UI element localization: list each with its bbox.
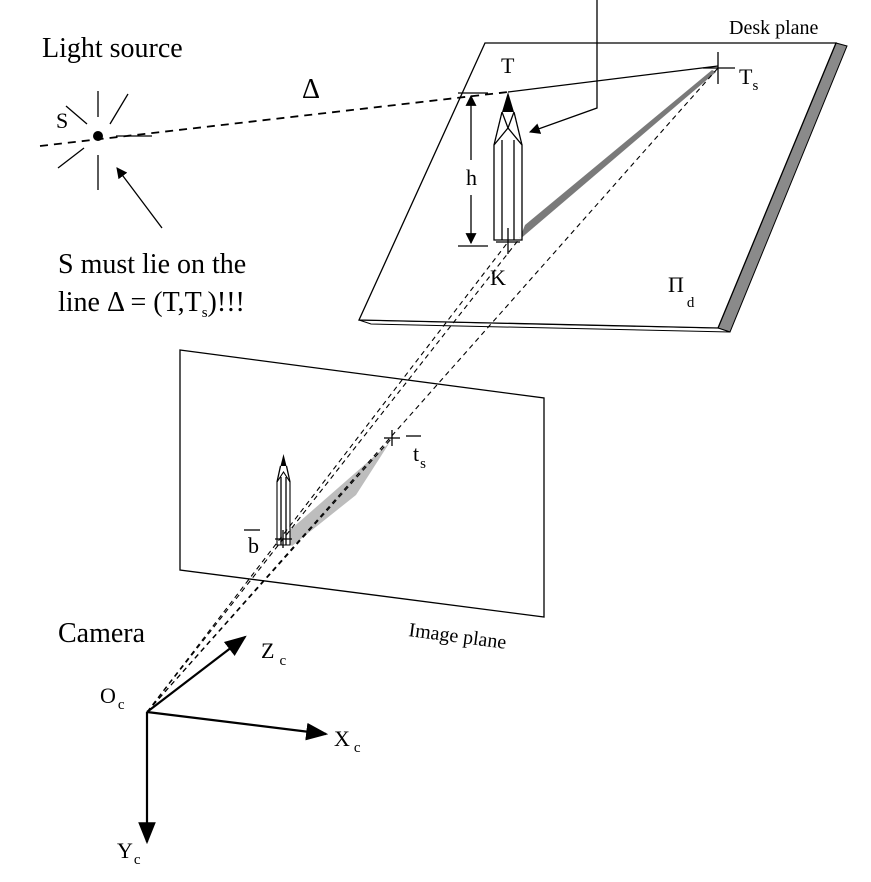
pi-d-label: Πd xyxy=(668,272,695,311)
projection-lines xyxy=(146,67,719,713)
b-small-label: b xyxy=(248,533,259,558)
pencil-pointer-arrow xyxy=(528,0,598,134)
camera-axes xyxy=(138,635,329,845)
desk-plane-label: Desk plane xyxy=(729,17,819,39)
desk-pencil-shadow xyxy=(519,70,716,240)
t-small-label: ts xyxy=(413,441,426,472)
camera-label: Camera xyxy=(58,618,146,649)
note-line-2: line Δ = (T,Ts)!!! xyxy=(58,287,245,321)
zc-axis xyxy=(146,635,247,713)
t-label: T xyxy=(501,53,515,78)
image-pencil xyxy=(276,454,291,546)
delta-label: Δ xyxy=(302,74,320,105)
light-source-label: Light source xyxy=(42,33,183,64)
yc-label: Yc xyxy=(117,838,141,868)
light-source-icon xyxy=(57,91,152,190)
desk-plane-top xyxy=(358,42,837,329)
ts-cross xyxy=(703,52,735,84)
image-pencil-shadow xyxy=(286,442,390,546)
delta-line xyxy=(39,91,509,147)
xc-axis xyxy=(146,710,329,741)
desk-plane xyxy=(358,42,848,333)
image-plane-label: Image plane xyxy=(407,619,507,654)
t-ts-line xyxy=(507,65,719,93)
s-point-label: S xyxy=(56,108,68,133)
k-cross xyxy=(496,228,520,254)
desk-pencil xyxy=(493,92,523,241)
h-label: h xyxy=(466,165,477,190)
note-arrow xyxy=(116,167,163,229)
k-label: K xyxy=(490,265,506,290)
ts-small-cross xyxy=(384,430,400,446)
image-plane xyxy=(179,349,545,618)
height-dimension xyxy=(458,92,488,247)
note-line-1: S must lie on the xyxy=(58,249,246,280)
ts-label: Ts xyxy=(739,64,758,94)
